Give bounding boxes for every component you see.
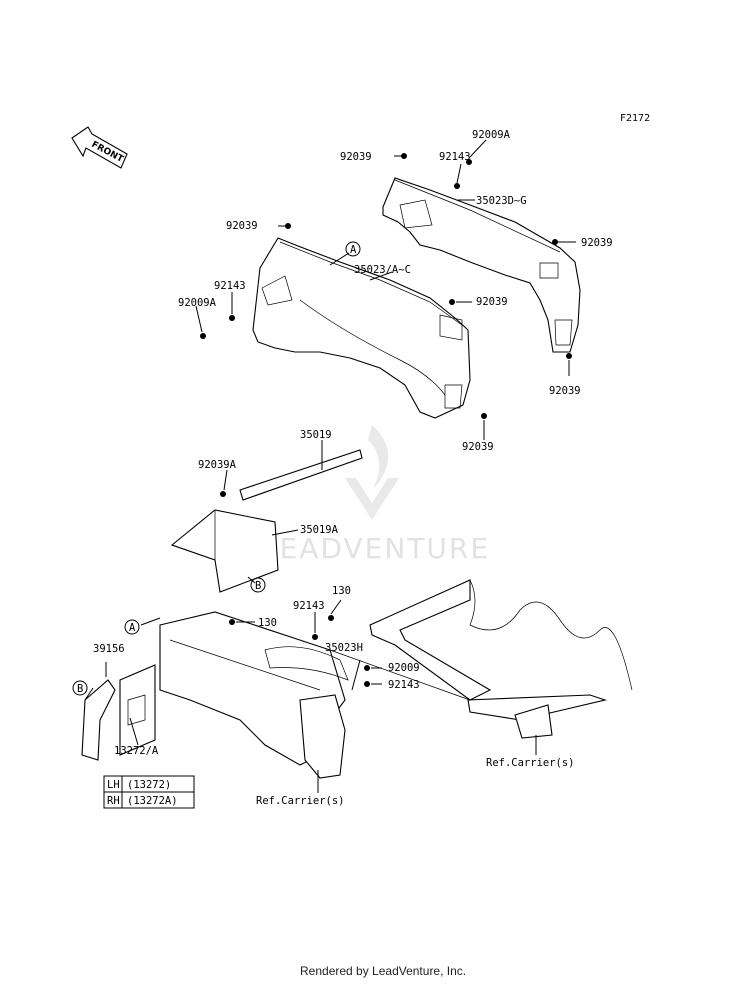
callout-35019A: 35019A <box>300 524 339 536</box>
callout-ref-carrier: Ref.Carrier(s) <box>256 795 345 807</box>
bolt-icon <box>466 159 472 165</box>
bolt-icon <box>552 239 558 245</box>
bolt-icon <box>328 615 334 621</box>
callout-92039: 92039 <box>340 151 372 163</box>
callout-130: 130 <box>332 585 351 597</box>
legend-side-lh: LH <box>107 779 120 791</box>
callout-130: 130 <box>258 617 277 629</box>
legend-part-rh: (13272A) <box>127 795 178 807</box>
washer-icon <box>312 634 318 640</box>
callout-92039A: 92039A <box>198 459 237 471</box>
bolt-icon <box>220 491 226 497</box>
ref-circle-b <box>250 577 266 593</box>
callouts: 92009A 92039 92143 35023D~G 92039 92039 … <box>72 129 613 807</box>
callout-A: A <box>129 622 136 634</box>
callout-35019: 35019 <box>300 429 332 441</box>
side-brackets <box>81 664 156 761</box>
ref-circle-a <box>345 241 361 257</box>
callout-92009A: 92009A <box>178 297 217 309</box>
washer-icon <box>229 315 235 321</box>
callout-92143: 92143 <box>214 280 246 292</box>
callout-35023-A-C: 35023/A~C <box>354 264 411 276</box>
bolt-icon <box>229 619 235 625</box>
watermark-text: LEADVENTURE <box>262 532 490 565</box>
fasteners <box>200 153 572 687</box>
rear-fender-left <box>252 237 471 419</box>
callout-92039: 92039 <box>476 296 508 308</box>
figure-id: F2172 <box>620 113 650 124</box>
ref-circle-a-low <box>124 619 140 635</box>
callout-39156: 39156 <box>93 643 125 655</box>
bolt-icon <box>481 413 487 419</box>
callout-92009A: 92009A <box>472 129 511 141</box>
carrier-frame <box>329 579 633 739</box>
callout-92039: 92039 <box>226 220 258 232</box>
callout-A: A <box>350 244 357 256</box>
side-panel <box>159 611 349 779</box>
bolt-icon <box>401 153 407 159</box>
side-legend-table: LH (13272) RH (13272A) <box>103 775 195 809</box>
callout-92143: 92143 <box>293 600 325 612</box>
footer-credit: Rendered by LeadVenture, Inc. <box>300 964 466 978</box>
bolt-icon <box>566 353 572 359</box>
mud-guard <box>170 449 363 593</box>
ref-circle-b-low <box>72 680 88 696</box>
front-arrow-icon: FRONT <box>71 126 128 169</box>
watermark-logo <box>345 425 399 520</box>
washer-icon <box>454 183 460 189</box>
bolt-icon <box>200 333 206 339</box>
callout-13272-A: 13272/A <box>114 745 159 757</box>
callout-B: B <box>255 580 261 592</box>
bolt-icon <box>449 299 455 305</box>
callout-92039: 92039 <box>581 237 613 249</box>
callout-B: B <box>77 683 83 695</box>
callout-ref-carrier: Ref.Carrier(s) <box>486 757 575 769</box>
bolt-icon <box>364 665 370 671</box>
legend-side-rh: RH <box>107 795 120 807</box>
bolt-icon <box>285 223 291 229</box>
callout-92009: 92009 <box>388 662 420 674</box>
callout-35023D-G: 35023D~G <box>476 195 527 207</box>
leader-lines <box>84 139 576 793</box>
callout-92143: 92143 <box>439 151 471 163</box>
washer-icon <box>364 681 370 687</box>
callout-92143: 92143 <box>388 679 420 691</box>
rear-fender-right <box>382 177 581 353</box>
callout-35023H: 35023H <box>325 642 363 654</box>
callout-92039: 92039 <box>462 441 494 453</box>
legend-part-lh: (13272) <box>127 779 171 791</box>
callout-92039: 92039 <box>549 385 581 397</box>
